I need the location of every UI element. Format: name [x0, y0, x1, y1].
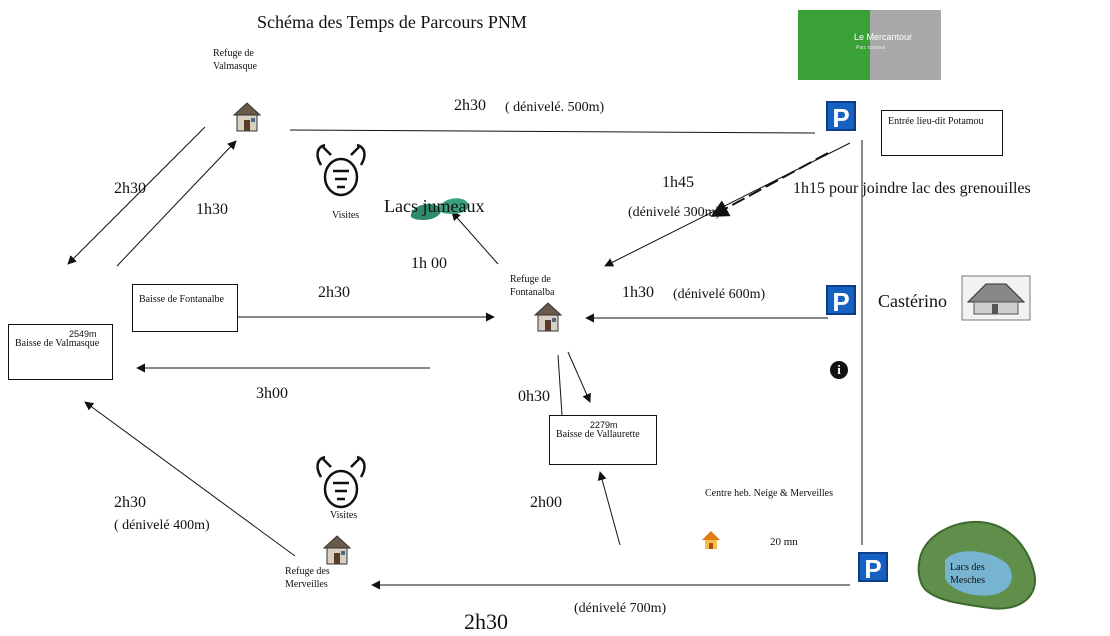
edge-label-casterino-fontanalbe-time: 1h30 — [622, 284, 654, 301]
node-casterino: Castérino — [878, 291, 947, 311]
edge-label-to-vallaurette: 2h00 — [530, 494, 562, 511]
diagram-title: Schéma des Temps de Parcours PNM — [257, 12, 527, 32]
house-icon — [322, 535, 352, 565]
home-icon — [702, 531, 720, 549]
edge-valmasque-potamou — [289, 129, 816, 134]
house-icon — [232, 102, 262, 132]
edge-label-mesches-merveilles-denivele: (dénivelé 700m) — [574, 601, 667, 616]
node-baisse-vallaurette: Baisse de Vallaurette 2279m — [549, 415, 657, 465]
edge-merveilles-baisse-valmasque — [84, 401, 296, 557]
altitude-label: 2549m — [69, 329, 97, 339]
twin-lakes-icon — [410, 198, 469, 220]
node-baisse-fontanalbe-label: Baisse de Fontanalbe — [139, 294, 224, 305]
edge-label-fontanalbe-vallaurette: 0h30 — [518, 388, 550, 405]
rock-engraving-icon — [316, 455, 366, 509]
parking-icon: P — [826, 101, 856, 133]
edge-potamou-grenouilles — [710, 152, 829, 217]
edge-label-fontanalbe-lacsjumeaux: 1h 00 — [411, 255, 447, 272]
edge-label-merveilles-baisse-valmasque-denivele: ( dénivelé 400m) — [114, 518, 210, 533]
edge-label-potamou-fontanalbe-time: 1h45 — [662, 174, 694, 191]
edge-fontanalbe-vallaurette-a — [557, 354, 563, 416]
node-centre-time: 20 mn — [770, 536, 798, 548]
edge-valmasque-up — [116, 140, 237, 267]
mercantour-logo: Le Mercantour Parc national — [798, 10, 941, 80]
edge-fontanalbe-lacsjumeaux — [451, 211, 499, 265]
node-refuge-merveilles: Refuge des Merveilles — [285, 566, 330, 590]
rock-engraving-icon — [316, 143, 366, 197]
node-baisse-valmasque-label: Baisse de Valmasque — [15, 338, 100, 349]
node-lacs-mesches: Lacs des Mesches — [950, 562, 985, 586]
node-centre-heb: Centre heb. Neige & Merveilles — [705, 488, 834, 499]
logo-tagline-text: Parc national — [856, 45, 886, 51]
node-entree-potamou: Entrée lieu-dit Potamou — [881, 110, 1003, 156]
edge-label-baisse-refuge-right: 1h30 — [196, 201, 228, 218]
edge-label-valmasque-potamou-denivele: ( dénivelé. 500m) — [505, 100, 605, 115]
edge-label-fontanalbe-baisse-valmasque: 3h00 — [256, 385, 288, 402]
edge-label-baisse-refuge-left: 2h30 — [114, 180, 146, 197]
edge-label-merveilles-baisse-valmasque-time: 2h30 — [114, 494, 146, 511]
node-baisse-fontanalbe: Baisse de Fontanalbe — [132, 284, 238, 332]
node-lacs-jumeaux-label: Lacs jumeaux — [384, 196, 485, 216]
node-refuge-fontanalbe: Refuge de Fontanalba — [510, 274, 555, 298]
node-entree-potamou-label: Entrée lieu-dit Potamou — [888, 116, 984, 127]
edge-valmasque-down — [67, 126, 206, 265]
lake-water-icon — [945, 551, 1012, 596]
node-visites-bottom: Visites — [330, 510, 358, 521]
logo-brand-text: Le Mercantour — [854, 32, 913, 42]
node-visites-top: Visites — [332, 210, 360, 221]
parking-icon: P — [858, 552, 888, 584]
node-baisse-vallaurette-label: Baisse de Vallaurette — [556, 429, 640, 440]
house-icon — [533, 302, 563, 332]
building-icon — [961, 275, 1031, 321]
edge-label-potamou-grenouilles: 1h15 pour joindre lac des grenouilles — [793, 180, 1031, 197]
edge-label-mesches-merveilles-time: 2h30 — [464, 609, 508, 634]
edge-label-valmasque-potamou-time: 2h30 — [454, 97, 486, 114]
parking-icon: P — [826, 285, 856, 317]
edge-label-baisse-fontanalbe: 2h30 — [318, 284, 350, 301]
info-icon: i — [830, 361, 848, 379]
edge-label-potamou-fontanalbe-denivele: (dénivelé 300m) — [628, 205, 721, 220]
edge-label-casterino-fontanalbe-denivele: (dénivelé 600m) — [673, 287, 766, 302]
node-baisse-valmasque: Baisse de Valmasque 2549m — [8, 324, 113, 380]
altitude-label: 2279m — [590, 420, 618, 430]
node-refuge-valmasque: Refuge de Valmasque — [213, 48, 257, 72]
edge-fontanalbe-vallaurette-b — [567, 351, 591, 403]
edge-to-vallaurette — [597, 471, 621, 546]
